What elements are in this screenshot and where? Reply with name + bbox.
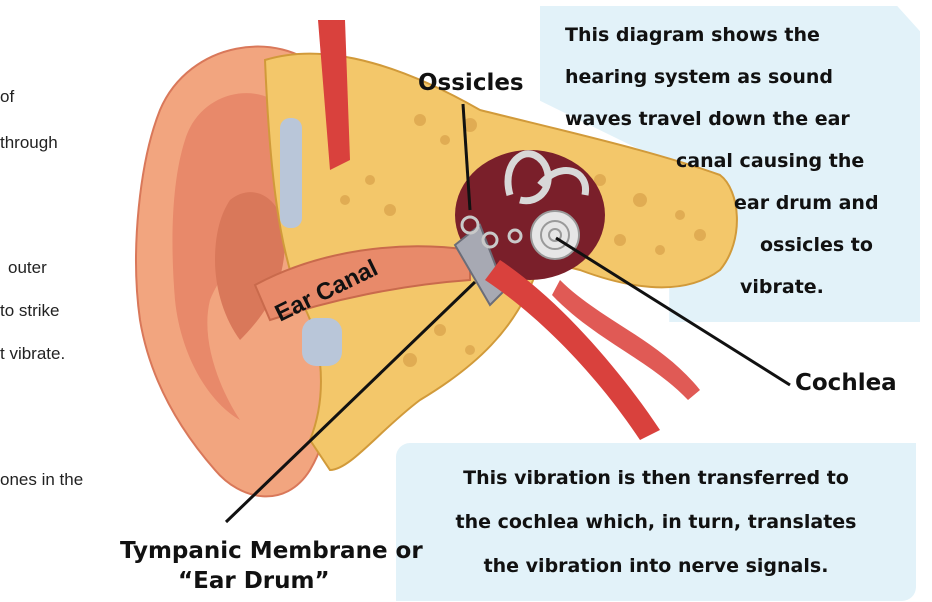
cochlea-label: Cochlea: [795, 370, 897, 396]
tympanic-label-line1: Tympanic Membrane or: [120, 538, 423, 564]
top-box-line: canal causing the: [676, 146, 864, 176]
bottom-box-line: the cochlea which, in turn, translates: [396, 507, 916, 537]
cartilage-upper: [280, 118, 302, 228]
top-box-line: This diagram shows the: [565, 20, 820, 50]
top-box-line: ear drum and: [734, 188, 879, 218]
tympanic-label-line2: “Ear Drum”: [178, 568, 330, 594]
top-box-line: waves travel down the ear: [565, 104, 850, 134]
top-box-line: vibrate.: [740, 272, 824, 302]
ossicles-label: Ossicles: [418, 70, 524, 96]
cartilage-lower: [302, 318, 342, 366]
cochlea-shape: [531, 211, 579, 259]
bottom-box-line: This vibration is then transferred to: [396, 463, 916, 493]
top-box-line: hearing system as sound: [565, 62, 833, 92]
top-box-line: ossicles to: [760, 230, 873, 260]
bottom-box-line: the vibration into nerve signals.: [396, 551, 916, 581]
